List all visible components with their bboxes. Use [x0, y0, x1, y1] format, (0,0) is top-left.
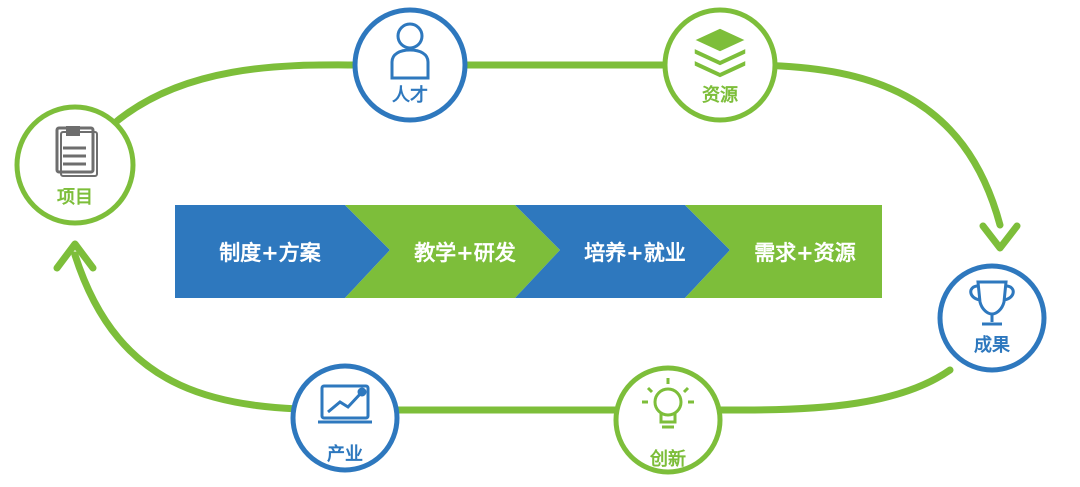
node-results: 成果	[937, 263, 1047, 373]
node-talent-label: 人才	[392, 84, 428, 106]
person-icon	[390, 22, 430, 80]
node-project: 项目	[14, 104, 136, 226]
node-talent: 人才	[352, 7, 468, 123]
process-step-4	[685, 205, 882, 298]
node-industry: 产业	[290, 363, 400, 473]
layers-icon	[692, 27, 748, 79]
process-step-2	[345, 205, 560, 298]
node-results-label: 成果	[974, 334, 1011, 356]
process-step-3-label: 培养+就业	[584, 241, 686, 265]
node-resources-label: 资源	[702, 84, 738, 106]
process-step-1	[175, 205, 390, 298]
process-step-4-label: 需求+资源	[754, 241, 856, 265]
process-step-2-label: 教学+研发	[414, 241, 517, 265]
arrow-down-icon	[979, 222, 1021, 252]
trophy-icon	[969, 280, 1015, 326]
process-step-1-label: 制度+方案	[219, 241, 322, 265]
node-project-label: 项目	[57, 187, 93, 208]
node-resources: 资源	[662, 7, 778, 123]
process-band: 制度+方案 教学+研发 培养+就业 需求+资源	[175, 205, 882, 298]
arrow-up-icon	[53, 240, 97, 272]
document-icon	[55, 126, 98, 177]
loop-track	[106, 61, 1004, 229]
chart-board-icon	[318, 384, 372, 424]
node-innovation: 创新	[613, 365, 723, 475]
process-step-3	[515, 205, 730, 298]
lightbulb-icon	[642, 378, 694, 429]
node-innovation-label: 创新	[649, 448, 686, 470]
node-industry-label: 产业	[327, 443, 363, 465]
